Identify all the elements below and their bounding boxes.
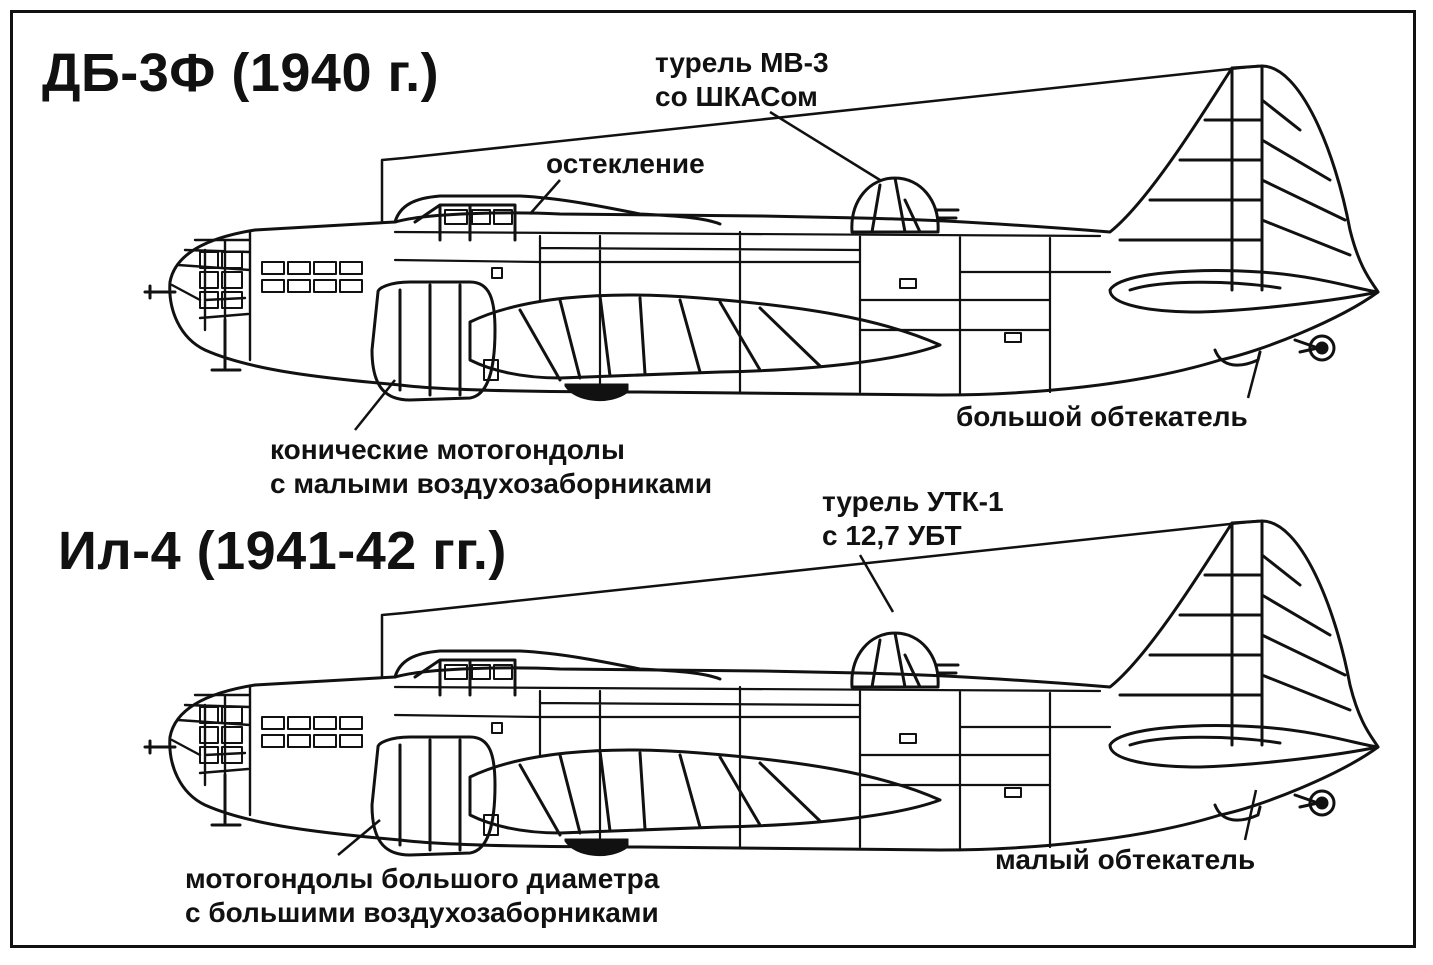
leader-nacelle-top xyxy=(354,379,396,431)
title-il4: Ил-4 (1941-42 гг.) xyxy=(58,521,507,581)
label-conical-nacelles-line2: с малыми воздухозаборниками xyxy=(270,468,713,499)
label-small-fairing: малый обтекатель xyxy=(995,844,1256,875)
leader-turret-top xyxy=(769,110,881,182)
label-conical-nacelles-line1: конические мотогондолы xyxy=(270,434,625,465)
aircraft-db3f xyxy=(143,64,1380,403)
title-db3f: ДБ-3Ф (1940 г.) xyxy=(42,43,440,103)
leader-fairing-bottom xyxy=(1243,789,1258,841)
leader-fairing-top xyxy=(1246,359,1260,399)
diagram-frame xyxy=(10,10,1416,948)
leader-turret-bottom xyxy=(858,554,895,613)
label-turret-utk1-line1: турель УТК-1 xyxy=(822,486,1004,517)
label-turret-mv3-line2: со ШКАСом xyxy=(655,81,818,112)
label-large-nacelles-line2: с большими воздухозаборниками xyxy=(185,897,659,928)
label-large-fairing: большой обтекатель xyxy=(956,401,1248,432)
leader-lines xyxy=(337,110,1260,856)
label-large-nacelles-line1: мотогондолы большого диаметра xyxy=(185,863,660,894)
leader-glazing-top xyxy=(529,179,561,215)
leader-nacelle-bottom xyxy=(337,819,381,856)
label-turret-utk1-line2: с 12,7 УБТ xyxy=(822,520,962,551)
label-glazing: остекление xyxy=(546,148,705,179)
label-turret-mv3-line1: турель МВ-3 xyxy=(655,47,829,78)
